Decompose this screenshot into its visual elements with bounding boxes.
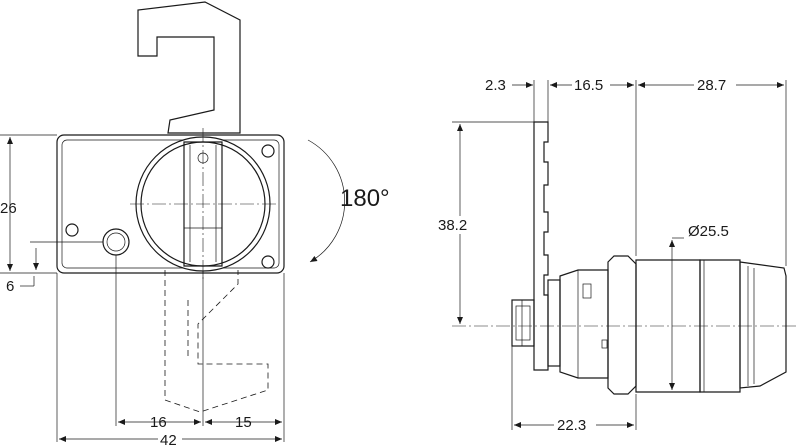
mount-hole bbox=[261, 255, 275, 269]
rotation-label: 180° bbox=[340, 185, 390, 212]
rotation-arrow bbox=[307, 139, 346, 263]
dim-width: 42 bbox=[160, 432, 177, 447]
cam-upper bbox=[137, 1, 241, 134]
body-inner bbox=[559, 269, 609, 379]
shaft bbox=[511, 299, 535, 347]
mount-hole bbox=[261, 144, 275, 158]
handle-cap bbox=[739, 261, 787, 389]
mounting-plate bbox=[56, 134, 285, 274]
dim-height: 26 bbox=[0, 200, 17, 217]
dim-right-span: 15 bbox=[235, 414, 252, 431]
cylinder-front bbox=[699, 259, 741, 393]
dim-right: 28.7 bbox=[697, 77, 726, 94]
nut bbox=[547, 279, 561, 367]
mount-hole bbox=[65, 223, 79, 237]
front-view: 180° 26 6 16 15 42 bbox=[0, 1, 390, 447]
knob-grip bbox=[183, 141, 223, 267]
dim-left-span: 16 bbox=[150, 414, 167, 431]
dim-diameter: Ø25.5 bbox=[688, 223, 729, 240]
housing bbox=[607, 255, 637, 395]
dim-flange: 2.3 bbox=[485, 77, 506, 94]
dim-bottom: 22.3 bbox=[557, 417, 586, 434]
side-view: 2.3 16.5 28.7 38.2 Ø25.5 22.3 bbox=[436, 76, 799, 434]
dim-middle: 16.5 bbox=[574, 77, 603, 94]
dim-offset: 6 bbox=[6, 278, 14, 295]
dim-height: 38.2 bbox=[438, 217, 467, 234]
cam-lower-dashed bbox=[164, 270, 269, 413]
flange-plate bbox=[533, 121, 549, 371]
